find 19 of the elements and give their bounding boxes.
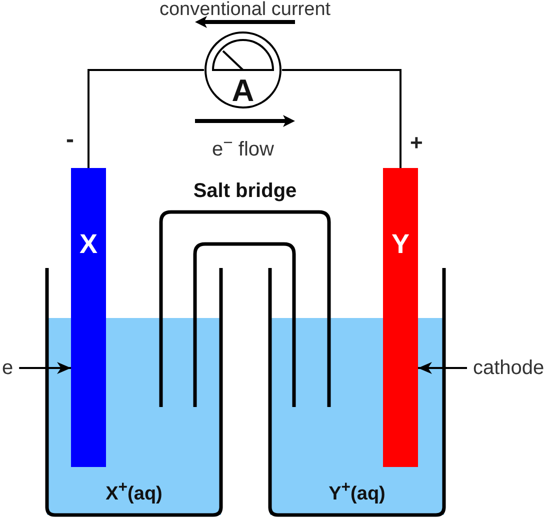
leader-line [418, 362, 467, 374]
wire [88, 69, 204, 168]
leader-line [19, 362, 71, 374]
ammeter [204, 31, 282, 109]
current-direction-label: conventional current [159, 0, 331, 21]
electrode-label: Y [392, 230, 410, 260]
callout-label: e [2, 356, 14, 380]
salt-bridge-label: Salt bridge [193, 180, 297, 202]
polarity-sign: - [66, 127, 74, 154]
polarity-sign: + [410, 131, 423, 156]
electrode [383, 168, 418, 467]
electron-flow-label: e$^{−}$ flow [212, 134, 274, 161]
solution-label: Y$^{+}$(aq) [328, 479, 386, 506]
electrode [71, 168, 106, 467]
callout-label: cathode [473, 356, 544, 380]
wire [282, 69, 402, 168]
ammeter-label: A [232, 74, 254, 108]
solution-label: X$^{+}$(aq) [106, 479, 162, 506]
electrode-label: X [80, 230, 98, 260]
